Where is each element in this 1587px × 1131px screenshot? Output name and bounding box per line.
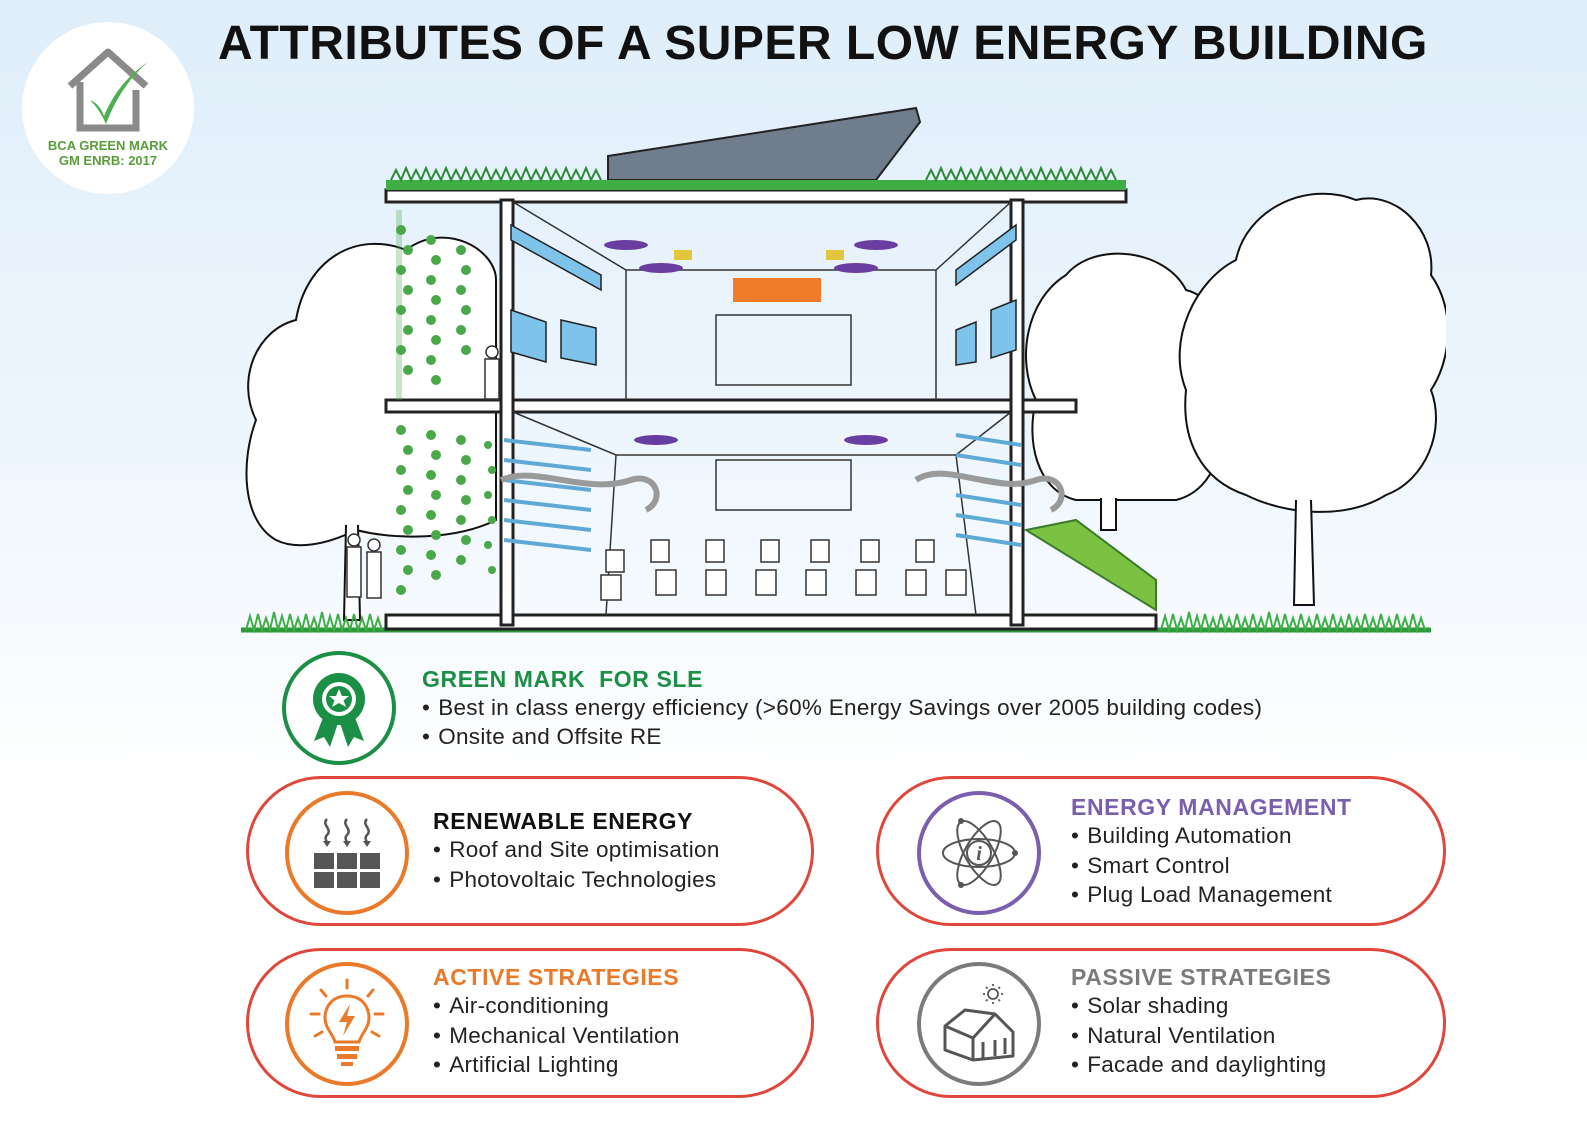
- passive-bullet-3: Facade and daylighting: [1071, 1052, 1326, 1078]
- grass: [245, 611, 1426, 634]
- lightbulb-bolt-icon: [309, 978, 385, 1066]
- award-ribbon-icon: [313, 673, 365, 747]
- logo-line-1: BCA GREEN MARK: [47, 138, 169, 153]
- active-bullet-1: Air-conditioning: [433, 993, 609, 1019]
- active-bullet-3: Artificial Lighting: [433, 1052, 619, 1078]
- atom-info-icon: i: [942, 818, 1018, 888]
- renewable-bullet-1: Roof and Site optimisation: [433, 837, 720, 863]
- green-roof: [386, 180, 1126, 190]
- house-sun-icon: [943, 984, 1015, 1062]
- ceiling-light: [733, 278, 821, 302]
- renewable-bullet-2: Photovoltaic Technologies: [433, 867, 716, 893]
- building-illustration: [241, 106, 1446, 634]
- passive-bullet-1: Solar shading: [1071, 993, 1229, 1019]
- green-mark-logo: BCA GREEN MARK GM ENRB: 2017: [22, 22, 194, 194]
- house-check-icon: [67, 48, 149, 132]
- right-trees: [1025, 192, 1446, 606]
- passive-strategies-badge: [917, 962, 1041, 1086]
- energy-mgmt-bullet-1: Building Automation: [1071, 823, 1292, 849]
- passive-bullet-2: Natural Ventilation: [1071, 1023, 1276, 1049]
- windows: [510, 223, 1017, 366]
- page-title: ATTRIBUTES OF A SUPER LOW ENERGY BUILDIN…: [218, 17, 1428, 70]
- airflow: [499, 470, 1065, 513]
- active-strategies-badge: [285, 962, 409, 1086]
- svg-text:i: i: [976, 843, 982, 865]
- renewable-energy-badge: [285, 791, 409, 915]
- energy-mgmt-bullet-3: Plug Load Management: [1071, 882, 1332, 908]
- energy-management-heading: ENERGY MANAGEMENT: [1071, 794, 1352, 820]
- green-mark-bullet-1: Best in class energy efficiency (>60% En…: [422, 695, 1262, 721]
- passive-strategies-heading: PASSIVE STRATEGIES: [1071, 964, 1332, 990]
- green-mark-heading: GREEN MARK FOR SLE: [422, 666, 704, 692]
- ceiling-units: [674, 250, 844, 260]
- active-bullet-2: Mechanical Ventilation: [433, 1023, 680, 1049]
- roof-solar-panel: [607, 106, 922, 181]
- logo-line-2: GM ENRB: 2017: [58, 153, 158, 168]
- energy-management-badge: i: [917, 791, 1041, 915]
- building-shell: [384, 188, 1158, 631]
- green-mark-badge: [282, 651, 396, 765]
- green-mark-bullet-2: Onsite and Offsite RE: [422, 724, 662, 750]
- people: [346, 345, 500, 599]
- active-strategies-heading: ACTIVE STRATEGIES: [433, 964, 680, 990]
- planter: [1023, 518, 1157, 612]
- ceiling-fans: [604, 240, 898, 445]
- classroom-chairs: [600, 539, 967, 601]
- solar-panel-icon: [314, 818, 380, 888]
- renewable-energy-heading: RENEWABLE ENERGY: [433, 808, 694, 834]
- louvers: [503, 433, 1022, 552]
- energy-mgmt-bullet-2: Smart Control: [1071, 853, 1230, 879]
- green-wall: [396, 210, 496, 595]
